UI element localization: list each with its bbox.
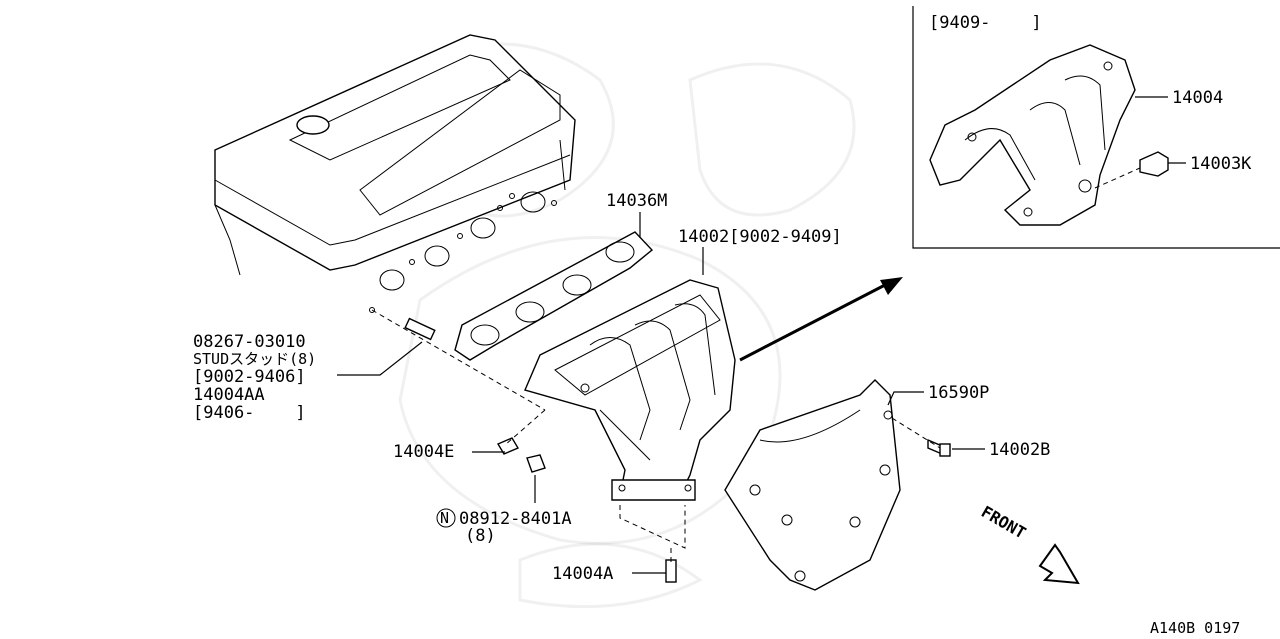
- assembly-lines: [371, 309, 941, 565]
- label-nut-prefix: N: [440, 509, 449, 527]
- label-nut-qty: (8): [465, 526, 496, 546]
- label-stud-alt: 14004AA: [193, 385, 265, 405]
- inset-panel: [912, 6, 1280, 249]
- heat-shield: [724, 379, 901, 591]
- label-inset-date: [9409- ]: [929, 13, 1042, 33]
- label-manifold: 14002[9002-9409]: [678, 227, 842, 247]
- label-stud-alt-date: [9406- ]: [193, 403, 306, 423]
- label-stud-part: 08267-03010: [193, 332, 306, 352]
- label-heat-shield: 16590P: [928, 383, 989, 403]
- label-gasket: 14036M: [606, 191, 667, 211]
- inset-pointer-arrow: [739, 277, 903, 362]
- fasteners: [404, 317, 951, 583]
- label-shield-bolt: 14002B: [989, 440, 1050, 460]
- front-direction-arrow: FRONT: [978, 502, 1080, 585]
- label-inset-plug: 14003K: [1190, 154, 1252, 174]
- exhaust-manifold: [524, 279, 736, 501]
- front-label: FRONT: [978, 502, 1029, 543]
- label-washer: 14004E: [393, 442, 454, 462]
- port-holes: [369, 191, 557, 313]
- label-lower-stud: 14004A: [552, 564, 613, 584]
- diagram-code: A140B 0197: [1150, 619, 1240, 637]
- rocker-cover: [214, 34, 576, 276]
- exhaust-gasket: [454, 231, 654, 361]
- label-inset-manifold: 14004: [1172, 88, 1223, 108]
- label-stud-date: [9002-9406]: [193, 367, 306, 387]
- part-labels: 14036M 14002[9002-9409] 08267-03010 STUD…: [193, 13, 1252, 637]
- label-nut-part: 08912-8401A: [459, 509, 572, 529]
- leader-lines: [337, 96, 1186, 574]
- nut-symbol-circle: [436, 508, 456, 528]
- label-stud-name: STUDスタッド(8): [193, 350, 316, 368]
